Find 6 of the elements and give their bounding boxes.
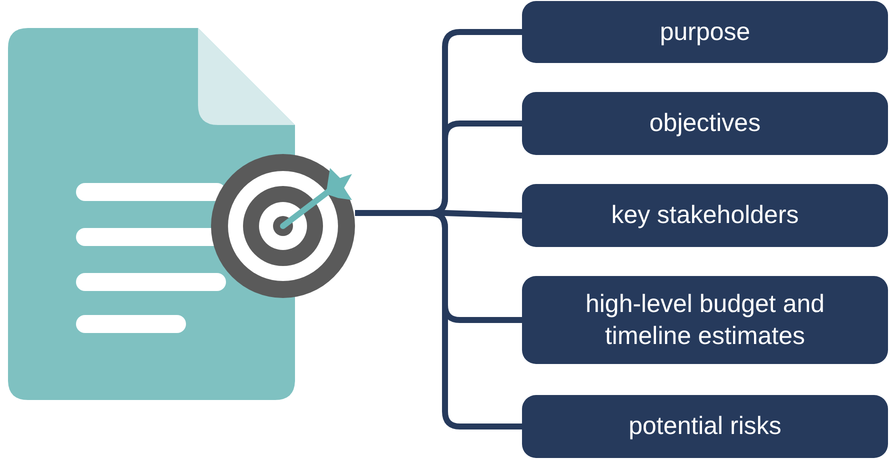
- topic-box: potential risks: [522, 395, 888, 458]
- topic-box: objectives: [522, 92, 888, 155]
- topic-box: high-level budget and timeline estimates: [522, 276, 888, 364]
- document-target-icon: [8, 28, 355, 403]
- topic-box: purpose: [522, 1, 888, 63]
- topic-box: key stakeholders: [522, 184, 888, 247]
